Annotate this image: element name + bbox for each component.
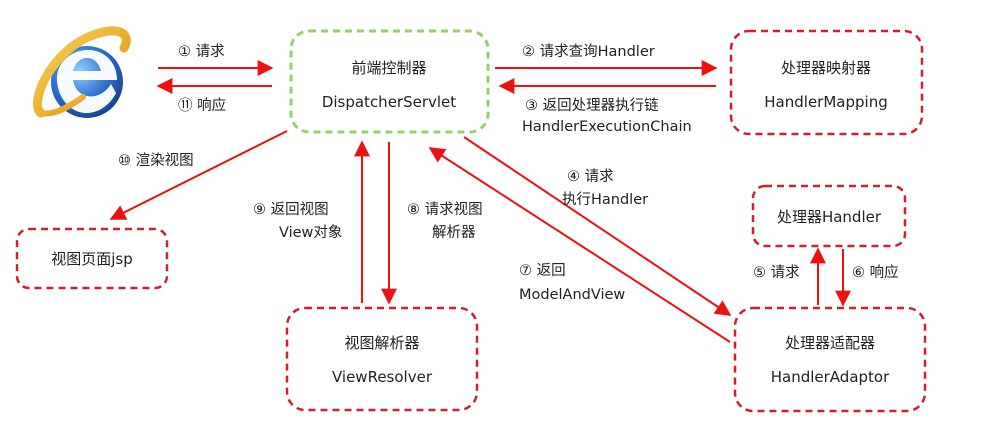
dispatcher-subtitle: DispatcherServlet <box>322 93 456 111</box>
step-5-label: ⑤ 请求 <box>753 264 800 281</box>
handler-adaptor-title: 处理器适配器 <box>785 334 875 352</box>
handler-mapping-subtitle: HandlerMapping <box>764 93 887 111</box>
arrow-step-7 <box>428 147 731 343</box>
step-8-label-line-2: 解析器 <box>432 224 476 241</box>
arrow-step-10 <box>109 130 288 220</box>
step-9-label-line-1: ⑨ 返回视图 <box>253 201 329 218</box>
step-9-label-line-2: View对象 <box>279 224 342 241</box>
handler-mapping-title: 处理器映射器 <box>781 59 871 77</box>
handler-box <box>751 184 907 248</box>
step-11-label: ⑪ 响应 <box>178 96 226 114</box>
step-3-label-line-1: ③ 返回处理器执行链 <box>525 97 659 114</box>
step-6-label: ⑥ 响应 <box>852 263 899 281</box>
step-7-label-line-2: ModelAndView <box>519 287 625 303</box>
step-7-label-line-1: ⑦ 返回 <box>519 262 566 279</box>
step-8-label-line-1: ⑧ 请求视图 <box>407 201 483 218</box>
internet-explorer-icon <box>33 26 131 118</box>
step-2-label: ② 请求查询Handler <box>522 43 655 60</box>
handler-title: 处理器Handler <box>777 208 882 226</box>
arrow-step-4 <box>463 136 732 316</box>
step-4-label-line-2: 执行Handler <box>562 191 648 208</box>
step-3-label-line-2: HandlerExecutionChain <box>522 119 692 135</box>
handler-mapping-box <box>729 29 924 136</box>
view-resolver-box <box>285 306 479 412</box>
view-page-title: 视图页面jsp <box>51 250 133 268</box>
step-1-label: ① 请求 <box>178 43 225 60</box>
view-page-box <box>15 227 169 290</box>
dispatcher-servlet-box <box>289 29 490 134</box>
step-4-label-line-1: ④ 请求 <box>567 168 614 185</box>
view-resolver-title: 视图解析器 <box>344 334 419 352</box>
handler-adaptor-box <box>733 306 927 413</box>
view-resolver-subtitle: ViewResolver <box>332 368 433 386</box>
dispatcher-title: 前端控制器 <box>351 59 426 77</box>
step-10-label: ⑩ 渲染视图 <box>118 152 194 169</box>
handler-adaptor-subtitle: HandlerAdaptor <box>771 368 890 386</box>
